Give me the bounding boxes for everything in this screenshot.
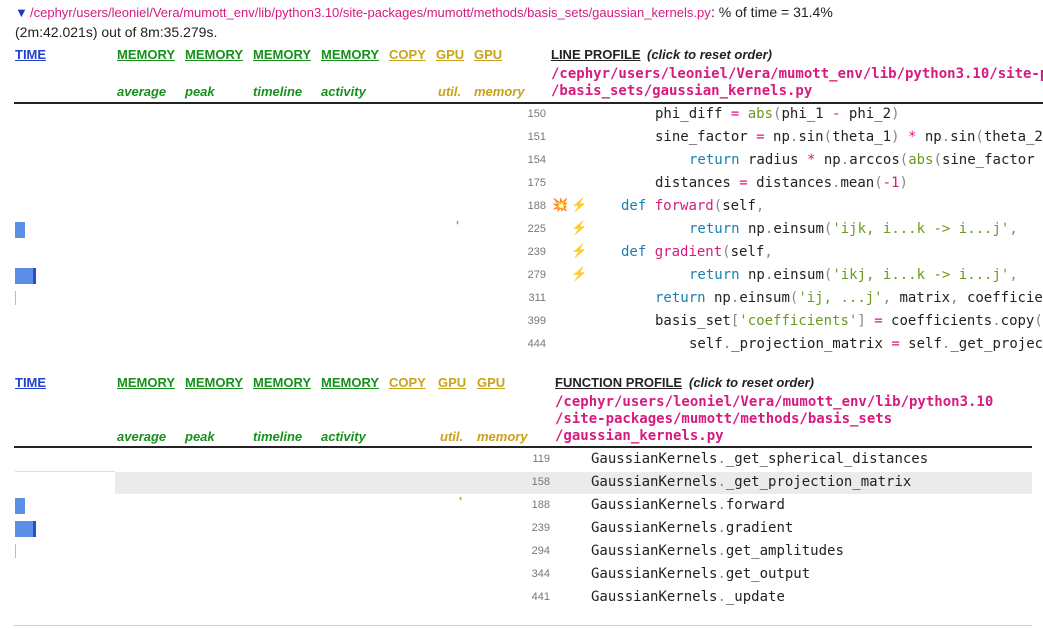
peak-subheader: peak bbox=[185, 84, 215, 99]
fp-gpu-memory-subheader: memory bbox=[477, 429, 528, 444]
fp-average-subheader: average bbox=[117, 429, 167, 444]
function-row[interactable]: GaussianKernels._get_projection_matrix bbox=[591, 474, 912, 490]
time-bar bbox=[15, 268, 33, 284]
fp-memory-timeline-header[interactable]: MEMORY bbox=[253, 375, 312, 390]
line-number: 158 bbox=[531, 476, 550, 488]
gpu-util-tick: ' bbox=[459, 494, 463, 509]
function-profile-title[interactable]: FUNCTION PROFILE bbox=[555, 375, 683, 390]
code-line-151[interactable]: sine_factor = np.sin(theta_1) * np.sin(t… bbox=[655, 129, 1043, 145]
line-number: 150 bbox=[527, 108, 546, 120]
function-row[interactable]: GaussianKernels._get_spherical_distances bbox=[591, 451, 929, 467]
time-bar-edge bbox=[33, 521, 36, 537]
fp-memory-peak-header[interactable]: MEMORY bbox=[185, 375, 244, 390]
fp-util-subheader: util. bbox=[440, 429, 464, 444]
activity-subheader: activity bbox=[321, 84, 366, 99]
line-number: 154 bbox=[527, 154, 546, 166]
line-number: 225 bbox=[527, 223, 546, 235]
time-bar-edge bbox=[33, 268, 36, 284]
selected-row-highlight bbox=[115, 472, 1032, 494]
line-number: 441 bbox=[531, 591, 550, 603]
explosion-icon: 💥 bbox=[552, 197, 569, 212]
bottom-divider bbox=[14, 625, 1032, 626]
lightning-icon: ⚡ bbox=[571, 220, 588, 235]
function-profile-path-line1: /cephyr/users/leoniel/Vera/mumott_env/li… bbox=[555, 394, 994, 410]
time-bar bbox=[15, 498, 25, 514]
timeline-subheader: timeline bbox=[253, 84, 303, 99]
gpu-memory-subheader: memory bbox=[474, 84, 525, 99]
time-bar bbox=[15, 222, 25, 238]
lightning-icon: ⚡ bbox=[571, 197, 588, 212]
function-row[interactable]: GaussianKernels.gradient bbox=[591, 520, 794, 536]
line-number: 294 bbox=[531, 545, 550, 557]
fp-gpu-util-header[interactable]: GPU bbox=[438, 375, 467, 390]
time-bar bbox=[15, 521, 33, 537]
line-number: 188 bbox=[531, 499, 550, 511]
copy-header[interactable]: COPY bbox=[389, 47, 426, 62]
line-profile-path-line2: /basis_sets/gaussian_kernels.py bbox=[551, 83, 813, 99]
gpu-util-tick: ' bbox=[456, 218, 460, 233]
function-row[interactable]: GaussianKernels.forward bbox=[591, 497, 785, 513]
fp-peak-subheader: peak bbox=[185, 429, 215, 444]
file-time-label: (2m:42.021s) out of 8m:35.279s. bbox=[15, 24, 218, 40]
fp-copy-header[interactable]: COPY bbox=[389, 375, 426, 390]
fp-time-column-header[interactable]: TIME bbox=[15, 375, 47, 390]
time-bar bbox=[15, 544, 16, 558]
code-line-399[interactable]: basis_set['coefficients'] = coefficients… bbox=[655, 313, 1043, 329]
fp-gpu-memory-header[interactable]: GPU bbox=[477, 375, 506, 390]
row-separator bbox=[15, 471, 115, 472]
function-row[interactable]: GaussianKernels.get_amplitudes bbox=[591, 543, 844, 559]
code-line-225[interactable]: return np.einsum('ijk, i...k -> i...j', bbox=[689, 221, 1018, 237]
gpu-util-header[interactable]: GPU bbox=[436, 47, 465, 62]
line-number: 175 bbox=[527, 177, 546, 189]
fp-timeline-subheader: timeline bbox=[253, 429, 303, 444]
line-number: 239 bbox=[527, 246, 546, 258]
time-column-header[interactable]: TIME bbox=[15, 47, 47, 62]
line-profile-path-line1: /cephyr/users/leoniel/Vera/mumott_env/li… bbox=[551, 66, 1043, 82]
line-number: 399 bbox=[527, 315, 546, 327]
file-header: ▼ /cephyr/users/leoniel/Vera/mumott_env/… bbox=[0, 0, 1043, 46]
memory-peak-header[interactable]: MEMORY bbox=[185, 47, 244, 62]
function-profile-reset-note: (click to reset order) bbox=[689, 375, 814, 390]
code-line-279[interactable]: return np.einsum('ikj, i...k -> i...j', bbox=[689, 267, 1018, 283]
line-number: 444 bbox=[527, 338, 546, 350]
util-subheader: util. bbox=[438, 84, 462, 99]
line-profile-title[interactable]: LINE PROFILE bbox=[551, 47, 641, 62]
line-profile-reset-note: (click to reset order) bbox=[647, 47, 772, 62]
triangle-down-icon[interactable]: ▼ bbox=[15, 5, 28, 20]
code-line-154[interactable]: return radius * np.arccos(abs(sine_facto… bbox=[689, 152, 1035, 168]
line-number: 239 bbox=[531, 522, 550, 534]
average-subheader: average bbox=[117, 84, 167, 99]
function-profile-path-line2: /site-packages/mumott/methods/basis_sets bbox=[555, 411, 893, 427]
code-line-311[interactable]: return np.einsum('ij, ...j', matrix, coe… bbox=[655, 290, 1043, 306]
fp-activity-subheader: activity bbox=[321, 429, 366, 444]
lightning-icon: ⚡ bbox=[571, 243, 588, 258]
function-profile-path-line3: /gaussian_kernels.py bbox=[555, 428, 724, 444]
memory-activity-header[interactable]: MEMORY bbox=[321, 47, 380, 62]
file-percent-label: : % of time = 31.4% bbox=[711, 4, 833, 20]
line-number: 311 bbox=[528, 292, 546, 304]
code-line-444[interactable]: self._projection_matrix = self._get_proj… bbox=[689, 336, 1043, 352]
function-profile-divider bbox=[14, 446, 1032, 448]
line-number: 119 bbox=[532, 453, 550, 465]
function-row[interactable]: GaussianKernels._update bbox=[591, 589, 785, 605]
function-row[interactable]: GaussianKernels.get_output bbox=[591, 566, 811, 582]
file-path: /cephyr/users/leoniel/Vera/mumott_env/li… bbox=[30, 5, 711, 20]
memory-average-header[interactable]: MEMORY bbox=[117, 47, 176, 62]
code-line-188[interactable]: def forward(self, bbox=[621, 198, 765, 214]
lightning-icon: ⚡ bbox=[571, 266, 588, 281]
fp-memory-activity-header[interactable]: MEMORY bbox=[321, 375, 380, 390]
gpu-memory-header[interactable]: GPU bbox=[474, 47, 503, 62]
time-bar bbox=[15, 291, 16, 305]
line-profile-divider bbox=[14, 102, 1043, 104]
line-number: 151 bbox=[527, 131, 546, 143]
code-line-175[interactable]: distances = distances.mean(-1) bbox=[655, 175, 908, 191]
fp-memory-average-header[interactable]: MEMORY bbox=[117, 375, 176, 390]
memory-timeline-header[interactable]: MEMORY bbox=[253, 47, 312, 62]
code-line-150[interactable]: phi_diff = abs(phi_1 - phi_2) bbox=[655, 106, 900, 122]
line-number: 188 bbox=[527, 200, 546, 212]
line-number: 279 bbox=[527, 269, 546, 281]
code-line-239[interactable]: def gradient(self, bbox=[621, 244, 773, 260]
line-number: 344 bbox=[531, 568, 550, 580]
